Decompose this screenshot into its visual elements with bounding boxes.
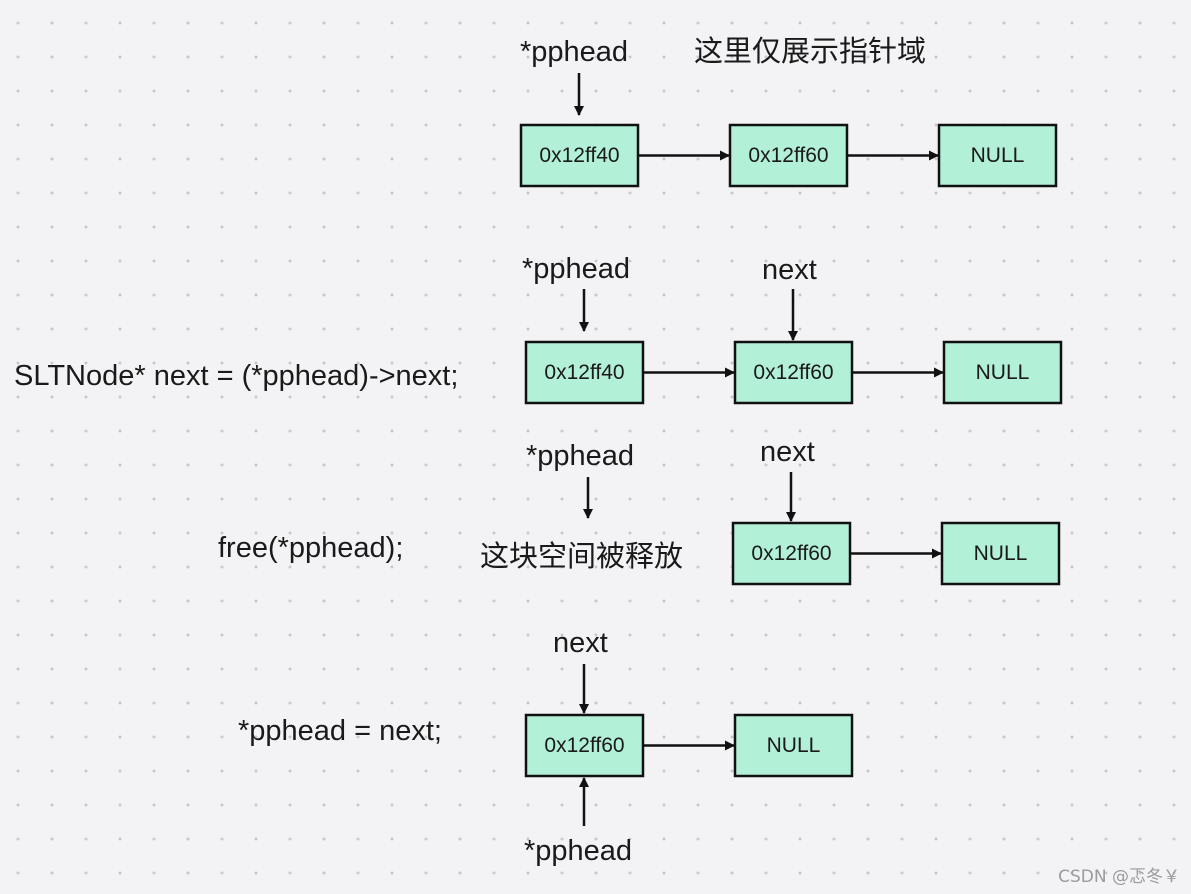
node-null: NULL bbox=[733, 713, 854, 778]
pphead-label: *pphead bbox=[526, 440, 634, 472]
node-0x12ff60: 0x12ff60 bbox=[733, 340, 854, 405]
watermark: CSDN @忑冬￥ bbox=[1058, 867, 1180, 887]
node-address: NULL bbox=[971, 144, 1025, 167]
pphead-label: *pphead bbox=[524, 835, 632, 867]
row-2: *pphead next SLTNode* next = (*pphead)->… bbox=[14, 253, 1063, 405]
node-0x12ff60: 0x12ff60 bbox=[524, 713, 645, 778]
node-0x12ff60: 0x12ff60 bbox=[731, 521, 852, 586]
node-address: 0x12ff60 bbox=[748, 144, 828, 167]
node-0x12ff40: 0x12ff40 bbox=[519, 123, 640, 188]
code-line: *pphead = next; bbox=[238, 715, 442, 747]
node-address: 0x12ff60 bbox=[544, 734, 624, 757]
row-3: *pphead next free(*pphead); 这块空间被释放 0x12… bbox=[218, 436, 1061, 586]
row-4: next *pphead = next; 0x12ff60 NULL *pphe… bbox=[238, 627, 854, 867]
node-address: 0x12ff40 bbox=[539, 144, 619, 167]
row-1: *pphead 这里仅展示指针域 0x12ff40 0x12ff60 NULL bbox=[519, 35, 1058, 188]
next-label: next bbox=[762, 254, 817, 286]
node-0x12ff60: 0x12ff60 bbox=[728, 123, 849, 188]
code-line: SLTNode* next = (*pphead)->next; bbox=[14, 360, 458, 392]
next-label: next bbox=[760, 436, 815, 468]
node-address: NULL bbox=[767, 734, 821, 757]
node-address: NULL bbox=[976, 361, 1030, 384]
node-address: 0x12ff60 bbox=[753, 361, 833, 384]
node-address: 0x12ff40 bbox=[544, 361, 624, 384]
node-null: NULL bbox=[937, 123, 1058, 188]
pphead-label: *pphead bbox=[522, 253, 630, 285]
node-null: NULL bbox=[940, 521, 1061, 586]
node-null: NULL bbox=[942, 340, 1063, 405]
next-label: next bbox=[553, 627, 608, 659]
node-address: 0x12ff60 bbox=[751, 542, 831, 565]
node-address: NULL bbox=[974, 542, 1028, 565]
freed-note: 这块空间被释放 bbox=[480, 540, 683, 573]
pphead-label: *pphead bbox=[520, 36, 628, 68]
pointer-domain-note: 这里仅展示指针域 bbox=[694, 35, 926, 68]
node-0x12ff40: 0x12ff40 bbox=[524, 340, 645, 405]
code-line: free(*pphead); bbox=[218, 532, 403, 564]
